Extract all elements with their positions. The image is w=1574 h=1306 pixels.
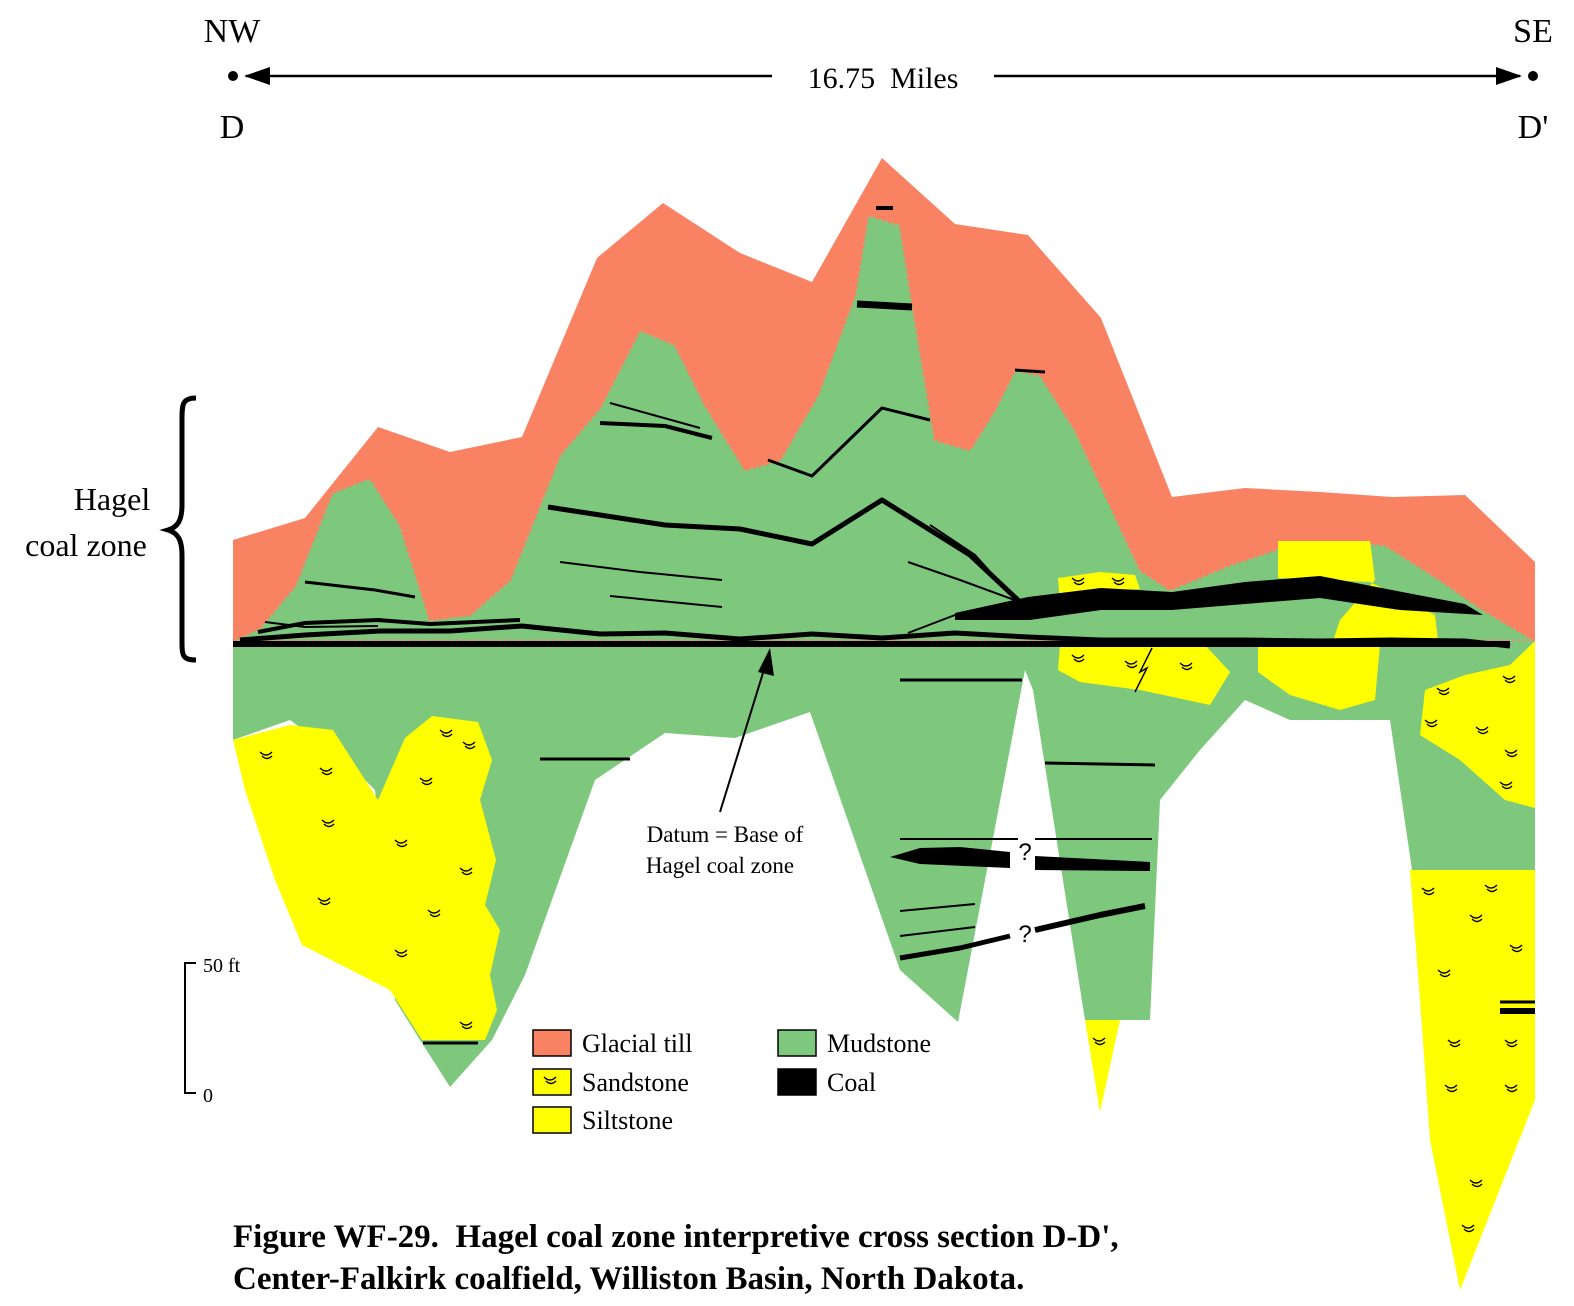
coal-seam-upper-1 — [547, 497, 1022, 604]
coal-seam-lower-3 — [264, 621, 379, 628]
caption-line2: Center-Falkirk coalfield, Williston Basi… — [233, 1261, 1024, 1297]
coal-seam-lens-8 — [899, 903, 976, 912]
legend-label-siltstone: Siltstone — [582, 1106, 673, 1135]
datum-label-line2: Hagel coal zone — [646, 853, 794, 878]
cross-section-body: ? ? — [232, 158, 1541, 1290]
legend-item-mudstone: Mudstone — [777, 1029, 931, 1058]
legend-swatch-siltstone — [532, 1106, 572, 1134]
sandstone-middle-contact — [1134, 647, 1153, 693]
legend-item-glacial-till: Glacial till — [532, 1029, 692, 1058]
coal-seam-mid-4 — [907, 561, 1021, 603]
hagel-zone-bracket: Hagel coal zone — [25, 395, 197, 663]
siltstone-middle — [1258, 645, 1380, 710]
point-d-label: D — [220, 109, 245, 146]
legend-swatch-mudstone — [777, 1029, 817, 1057]
uncertain-correlation-2: ? — [1018, 921, 1031, 948]
nw-direction-label: NW — [204, 13, 262, 50]
scale-bar-top-label: 50 ft — [203, 955, 241, 977]
coal-seam-lens-7 — [1035, 856, 1150, 871]
point-d-prime-label: D' — [1518, 109, 1549, 146]
mudstone-lower — [233, 641, 1535, 1087]
figure-caption: Figure WF-29. Hagel coal zone interpreti… — [233, 1219, 1119, 1297]
arrowhead-right — [1496, 67, 1522, 85]
coal-seam-mid-1 — [559, 561, 723, 581]
datum-pointer-line — [719, 659, 768, 813]
coal-seams — [233, 206, 1511, 1045]
point-d-prime-marker — [1528, 71, 1538, 81]
uncertain-correlation-1: ? — [1018, 839, 1031, 866]
coal-seam-lens-6 — [890, 847, 1010, 868]
arrowhead-left — [244, 67, 270, 85]
coal-seam-mid-5 — [907, 604, 1021, 634]
scale-bar-line — [184, 962, 196, 1094]
legend-swatch-glacial-till — [532, 1029, 572, 1057]
legend-label-mudstone: Mudstone — [827, 1029, 931, 1058]
distance-label: 16.75 Miles — [808, 62, 959, 95]
legend-label-glacial-till: Glacial till — [582, 1029, 692, 1058]
coal-seam-lens-10 — [899, 933, 1011, 961]
curly-brace — [159, 395, 197, 663]
caption-line1: Figure WF-29. Hagel coal zone interpreti… — [233, 1219, 1119, 1255]
legend-swatch-coal — [777, 1068, 817, 1096]
coal-seam-lens-3 — [1044, 761, 1156, 767]
coal-seam-lens-11 — [1034, 903, 1146, 933]
hagel-zone-label-line1: Hagel — [74, 481, 151, 517]
coal-seam-mid-3 — [304, 580, 416, 599]
section-header: NW SE 16.75 Miles D D' — [204, 13, 1553, 146]
legend-label-coal: Coal — [827, 1068, 876, 1097]
coal-seam-upper-6 — [856, 300, 913, 311]
point-d-marker — [228, 71, 238, 81]
coal-seam-upper-4 — [609, 402, 701, 429]
datum-pointer-arrowhead — [758, 648, 774, 676]
coal-seam-upper-5 — [767, 406, 931, 478]
vertical-scale-bar: 50 ft 0 — [184, 955, 241, 1107]
hagel-zone-label-line2: coal zone — [25, 527, 147, 563]
coal-seam-upper-2 — [929, 524, 1021, 606]
datum-annotation: Datum = Base of Hagel coal zone — [646, 648, 804, 878]
legend-item-coal: Coal — [777, 1068, 876, 1097]
coal-seam-upper-3 — [599, 421, 713, 440]
siltstone-top-right — [1278, 541, 1438, 641]
legend-item-sandstone: Sandstone — [532, 1068, 689, 1097]
sandstone-left — [233, 716, 500, 1040]
datum-label-line1: Datum = Base of — [647, 822, 804, 847]
legend-swatch-sandstone — [532, 1068, 572, 1096]
scale-bar-bottom-label: 0 — [203, 1085, 213, 1107]
legend-item-siltstone: Siltstone — [532, 1106, 673, 1135]
sandstone-bottom-middle — [1085, 1020, 1120, 1112]
coal-seam-upper-8 — [1014, 368, 1046, 374]
coal-seam-thick-right — [955, 576, 1483, 620]
coal-seam-lens-9 — [899, 926, 976, 937]
coal-seam-mid-2 — [609, 595, 723, 608]
coal-seam-lower-1 — [239, 623, 1511, 649]
se-direction-label: SE — [1513, 13, 1553, 50]
legend: Glacial till Sandstone Siltstone Mudston… — [532, 1029, 931, 1135]
sandstone-right-upper — [1420, 641, 1535, 808]
legend-label-sandstone: Sandstone — [582, 1068, 689, 1097]
